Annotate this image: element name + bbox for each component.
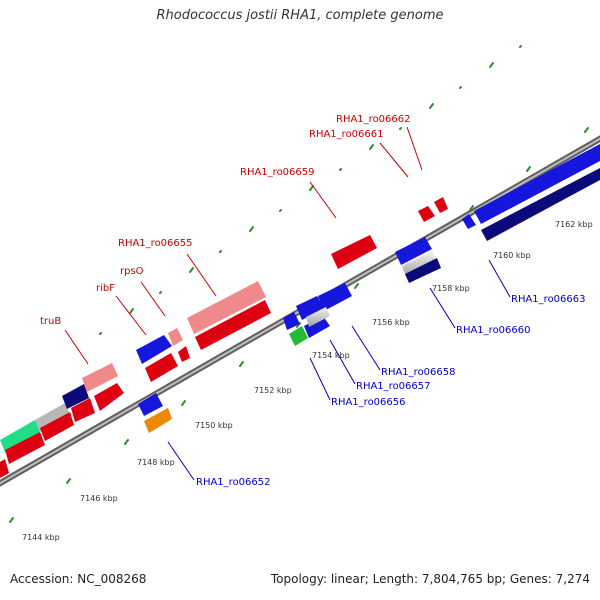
reverse-gene-label-5[interactable]: RHA1_ro06663 xyxy=(511,294,586,305)
gene-features xyxy=(0,144,600,478)
forward-gene-label-3[interactable]: RHA1_ro06655 xyxy=(118,238,193,249)
forward-leader-5 xyxy=(379,142,409,178)
genome-summary-text: Topology: linear; Length: 7,804,765 bp; … xyxy=(270,572,590,586)
gene-label-leaders xyxy=(64,126,511,481)
gene-arrow-h[interactable] xyxy=(0,459,9,478)
gene-arrow-RHA1_ro06663[interactable] xyxy=(462,214,476,229)
gene-arrow-q[interactable] xyxy=(474,144,600,224)
gene-arrow-g[interactable] xyxy=(5,432,45,464)
gene-arrow-d[interactable] xyxy=(94,383,124,411)
gene-arrow-p[interactable] xyxy=(405,258,441,283)
gene-arrow-a[interactable] xyxy=(0,420,40,452)
reverse-gene-label-1[interactable]: RHA1_ro06656 xyxy=(331,397,406,408)
forward-gene-label-4[interactable]: RHA1_ro06659 xyxy=(240,167,315,178)
gene-arrow-c[interactable] xyxy=(62,384,89,409)
gene-arrow-ribF[interactable] xyxy=(136,335,172,364)
gene-arrow-RHA1_ro06652[interactable] xyxy=(138,393,163,416)
tick-labels: 7144 kbp 7146 kbp 7148 kbp 7150 kbp 7152 kbp… xyxy=(22,220,593,542)
gene-arrow-j[interactable] xyxy=(178,346,190,362)
gene-arrow-RHA1_ro06660[interactable] xyxy=(395,237,432,265)
gene-arrow-e[interactable] xyxy=(71,398,95,422)
forward-leader-0 xyxy=(64,329,89,365)
gene-arrow-l[interactable] xyxy=(283,312,300,330)
tick-label-9: 7162 kbp xyxy=(555,220,593,229)
tick-label-4: 7152 kbp xyxy=(254,386,292,395)
gene-arrow-m[interactable] xyxy=(296,296,324,320)
tick-label-1: 7146 kbp xyxy=(80,494,118,503)
forward-leader-3 xyxy=(186,253,217,297)
forward-leader-1 xyxy=(115,295,147,336)
gene-arrow-truB[interactable] xyxy=(82,363,118,392)
gene-labels: truBribFrpsORHA1_ro06655RHA1_ro06659RHA1… xyxy=(40,114,586,488)
forward-leader-4 xyxy=(309,181,337,219)
forward-gene-label-1[interactable]: ribF xyxy=(96,283,115,294)
gene-arrow-n[interactable] xyxy=(318,283,352,311)
forward-leader-2 xyxy=(140,281,166,317)
forward-gene-label-0[interactable]: truB xyxy=(40,316,61,327)
gene-arrow-RHA1_ro06655[interactable] xyxy=(187,281,266,334)
gene-arrow-RHA1_ro06656[interactable] xyxy=(289,326,308,346)
forward-gene-label-6[interactable]: RHA1_ro06662 xyxy=(336,114,411,125)
forward-gene-label-5[interactable]: RHA1_ro06661 xyxy=(309,129,384,140)
reverse-gene-label-0[interactable]: RHA1_ro06652 xyxy=(196,477,271,488)
gene-arrow-orange[interactable] xyxy=(144,408,172,433)
tick-label-0: 7144 kbp xyxy=(22,533,60,542)
reverse-leader-4 xyxy=(429,287,456,329)
reverse-leader-2 xyxy=(329,339,356,385)
forward-leader-6 xyxy=(406,126,423,171)
reverse-gene-label-2[interactable]: RHA1_ro06657 xyxy=(356,381,431,392)
gene-arrow-f[interactable] xyxy=(40,412,74,441)
accession-text: Accession: NC_008268 xyxy=(10,572,147,586)
map-title: Rhodococcus jostii RHA1, complete genome xyxy=(156,8,444,23)
tick-label-7: 7158 kbp xyxy=(432,284,470,293)
gene-arrow-RHA1_ro06657[interactable] xyxy=(304,316,330,338)
gene-arrow-b[interactable] xyxy=(35,403,70,432)
gene-arrow-k[interactable] xyxy=(195,300,271,350)
forward-gene-label-2[interactable]: rpsO xyxy=(120,266,144,277)
gene-arrow-i[interactable] xyxy=(145,353,178,382)
tick-label-6: 7156 kbp xyxy=(372,318,410,327)
gene-arrow-RHA1_ro06662[interactable] xyxy=(434,197,448,213)
reverse-leader-1 xyxy=(309,357,331,401)
reverse-leader-0 xyxy=(167,441,195,481)
tick-label-2: 7148 kbp xyxy=(137,458,175,467)
reverse-leader-5 xyxy=(488,259,511,298)
reverse-leader-3 xyxy=(351,325,381,371)
tick-label-3: 7150 kbp xyxy=(195,421,233,430)
gene-arrow-RHA1_ro06661[interactable] xyxy=(418,206,435,222)
tick-marks-upper xyxy=(99,45,522,335)
tick-label-5: 7154 kbp xyxy=(312,351,350,360)
reverse-gene-label-3[interactable]: RHA1_ro06658 xyxy=(381,367,456,378)
gene-arrow-RHA1_ro06658[interactable] xyxy=(306,307,330,327)
gene-arrow-RHA1_ro06659[interactable] xyxy=(331,235,377,269)
tick-label-8: 7160 kbp xyxy=(493,251,531,260)
gene-arrow-r[interactable] xyxy=(481,168,600,241)
reverse-gene-label-4[interactable]: RHA1_ro06660 xyxy=(456,325,531,336)
gene-arrow-o[interactable] xyxy=(402,251,437,277)
gene-arrow-rpsO[interactable] xyxy=(168,328,183,346)
